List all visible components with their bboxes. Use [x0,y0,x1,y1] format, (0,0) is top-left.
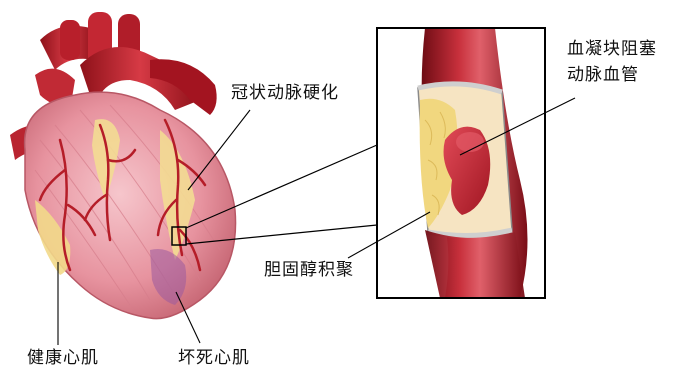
label-clot-blocking-line1: 血凝块阻塞 [567,39,657,59]
label-coronary-atherosclerosis: 冠状动脉硬化 [231,83,339,103]
label-healthy-myocardium: 健康心肌 [27,348,99,368]
heart-illustration [10,12,236,319]
artery-zoom-panel [377,28,545,298]
label-necrotic-myocardium: 坏死心肌 [178,348,250,368]
label-cholesterol-buildup: 胆固醇积聚 [264,260,354,280]
label-clot-blocking-line2: 动脉血管 [567,65,639,85]
